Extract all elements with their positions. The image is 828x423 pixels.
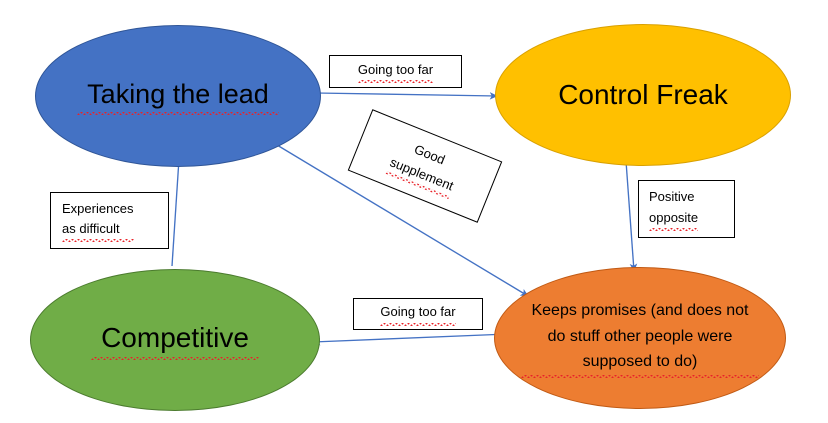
node-keeps-promises[interactable]: Keeps promises (and does not do stuff ot… [494, 267, 786, 409]
edge-label-good-supplement[interactable]: Good supplement [347, 109, 503, 223]
node-competitive[interactable]: Competitive [30, 269, 320, 411]
arrow-control-freak-to-keeps-promises [625, 160, 638, 272]
edge-label-going-too-far-top-text: Going too far [357, 59, 434, 83]
arrow-keeps-promises-to-competitive [312, 333, 509, 346]
edge-label-going-too-far-bottom-text: Going too far [380, 302, 456, 325]
edge-label-going-too-far-top[interactable]: Going too far [329, 55, 462, 88]
node-taking-the-lead[interactable]: Taking the lead [35, 25, 321, 167]
arrow-competitive-to-taking-the-lead [171, 158, 183, 267]
edge-label-going-too-far-bottom[interactable]: Going too far [353, 298, 483, 330]
edge-label-good-supplement-text: Good supplement [385, 133, 465, 199]
arrow-taking-the-lead-to-control-freak [315, 92, 498, 100]
node-keeps-promises-label: Keeps promises (and does not do stuff ot… [521, 297, 758, 379]
node-taking-the-lead-label: Taking the lead [77, 76, 279, 115]
node-competitive-label: Competitive [91, 320, 259, 359]
edge-label-experiences-as-difficult-text: Experiences as difficult [62, 198, 134, 242]
node-control-freak-label: Control Freak [558, 78, 728, 110]
edge-label-experiences-as-difficult[interactable]: Experiences as difficult [50, 192, 169, 249]
edge-label-positive-opposite[interactable]: Positive opposite [638, 180, 735, 238]
edge-label-positive-opposite-text: Positive opposite [649, 187, 699, 230]
node-control-freak[interactable]: Control Freak [495, 24, 791, 166]
